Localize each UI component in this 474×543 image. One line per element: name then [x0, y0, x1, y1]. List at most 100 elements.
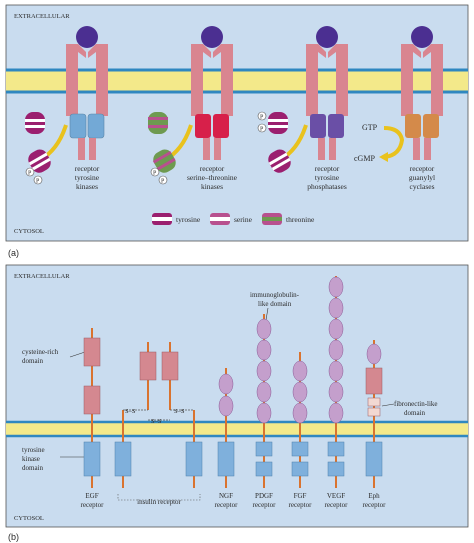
- receptor-yoke-right: [423, 44, 443, 58]
- receptor-tail-right: [329, 138, 336, 160]
- cysteine-rich-domain: [139, 351, 157, 381]
- receptor-tail-left: [203, 138, 210, 160]
- receptor-guanylyl-cyclase: GTP cGMP receptor guanylyl cyclases: [354, 26, 443, 191]
- panel-b-background: [5, 264, 469, 528]
- fibronectin-label: fibronectin-like: [394, 400, 438, 408]
- split-kinase-domain: [291, 461, 309, 477]
- phosphate-symbol: P: [161, 179, 165, 185]
- receptor-name: FGF: [294, 492, 307, 500]
- receptor-label: receptor: [363, 501, 387, 509]
- ig-like-domain: [328, 402, 344, 424]
- legend-label: tyrosine: [176, 215, 201, 224]
- receptor-yoke-right: [328, 44, 348, 58]
- receptor-label: receptor: [253, 501, 277, 509]
- phosphate-symbol: P: [260, 127, 264, 133]
- receptor-arm-right: [221, 44, 233, 116]
- swatch-stripe: [210, 217, 230, 221]
- receptor-label: receptor: [81, 501, 105, 509]
- ig-like-domain: [292, 360, 308, 382]
- kinase-domain-left: [195, 114, 211, 138]
- cysteine-rich-label: domain: [22, 357, 43, 365]
- substrate-unphosphorylated: [148, 112, 168, 134]
- kinase-domain-label: domain: [22, 464, 43, 472]
- kinase-domain-left: [69, 113, 87, 139]
- substrate-unphosphorylated: [268, 149, 291, 173]
- ig-like-domain: [292, 381, 308, 403]
- legend-label: threonine: [286, 215, 315, 224]
- ig-like-domain: [218, 395, 234, 417]
- panel-b-membrane: [6, 422, 468, 436]
- receptor-arm-left: [401, 44, 413, 116]
- legend-item-tyrosine: tyrosine: [152, 213, 201, 225]
- legend-item-threonine: threonine: [262, 213, 315, 225]
- ig-like-domain: [328, 318, 344, 340]
- pdgf-receptor: PDGF receptor: [253, 314, 277, 509]
- substrate-unphosphorylated: [25, 112, 45, 134]
- tyrosine-kinase-domain: [114, 441, 132, 477]
- panel-b-cytosol-label: CYTOSOL: [14, 515, 44, 522]
- panel-b-extracellular-label: EXTRACELLULAR: [14, 273, 70, 280]
- substrate-stripe-1: [25, 119, 45, 122]
- receptor-yoke-right: [213, 44, 233, 58]
- swatch-stripe: [262, 217, 282, 221]
- substrate-stripe-1: [28, 152, 48, 166]
- ngf-receptor: NGF receptor: [215, 368, 238, 509]
- receptor-name: EGF: [85, 492, 98, 500]
- split-kinase-domain: [291, 441, 309, 457]
- label-line: serine–threonine: [187, 173, 238, 182]
- phosphate-symbol: P: [28, 171, 32, 177]
- tyrosine-kinase-domain: [217, 441, 235, 477]
- cysteine-rich-domain: [83, 337, 101, 367]
- conversion-arrowhead: [379, 152, 388, 162]
- ig-like-domain: [328, 297, 344, 319]
- ig-like-domain: [256, 339, 272, 361]
- receptor-arm-right: [336, 44, 348, 116]
- fibronectin-like-domain: [367, 407, 381, 417]
- legend: tyrosine serine threonine: [152, 213, 315, 225]
- substrate-body: [268, 112, 288, 134]
- gtp-label: GTP: [362, 123, 378, 132]
- substrate-stripe-2: [271, 157, 291, 171]
- fibronectin-leader-line: [381, 403, 395, 407]
- ig-like-domain: [256, 381, 272, 403]
- label-line: receptor: [410, 164, 435, 173]
- receptor-yoke-left: [66, 44, 86, 58]
- label-line: kinases: [76, 182, 98, 191]
- legend-label: serine: [234, 215, 253, 224]
- receptor-serine-threonine-kinase: P P receptor serine–threonine kinases: [148, 26, 238, 191]
- cgmp-label: cGMP: [354, 154, 375, 163]
- phosphate-symbol: P: [36, 179, 40, 185]
- receptor-label: receptor: [289, 501, 313, 509]
- ig-like-domain: [366, 343, 382, 365]
- ig-leader-line: [265, 307, 269, 321]
- phosphate-icon: [25, 167, 35, 177]
- substrate-stripe-2: [31, 157, 51, 171]
- substrate-stripe-1: [152, 150, 172, 164]
- tyrosine-kinase-domain: [185, 441, 203, 477]
- receptor-arm-right: [96, 44, 108, 116]
- ig-domain-label: like domain: [258, 300, 292, 308]
- substrate-stripe-2: [268, 125, 288, 128]
- kinase-domain-label: kinase: [22, 455, 40, 463]
- phosphate-symbol: P: [260, 115, 264, 121]
- kinase-domain-right: [87, 113, 105, 139]
- phosphate-icon: [257, 111, 267, 121]
- disulfide-label: S–S: [174, 408, 185, 415]
- label-line: phosphatases: [307, 182, 347, 191]
- receptor-arm-left: [306, 44, 318, 116]
- receptor-tail-left: [413, 138, 420, 160]
- ig-like-domain: [256, 402, 272, 424]
- receptor-tail-left: [318, 138, 325, 160]
- substrate-body: [148, 112, 168, 134]
- eph-receptor: Eph receptor: [363, 340, 387, 509]
- split-kinase-domain: [255, 461, 273, 477]
- cyclase-domain-left: [405, 114, 421, 138]
- ig-like-domain: [292, 402, 308, 424]
- ig-like-domain: [328, 360, 344, 382]
- substrate-stripe-1: [268, 119, 288, 122]
- fgf-receptor: FGF receptor: [289, 352, 313, 509]
- ligand: [316, 26, 338, 48]
- cysteine-rich-label: cysteine-rich: [22, 348, 59, 356]
